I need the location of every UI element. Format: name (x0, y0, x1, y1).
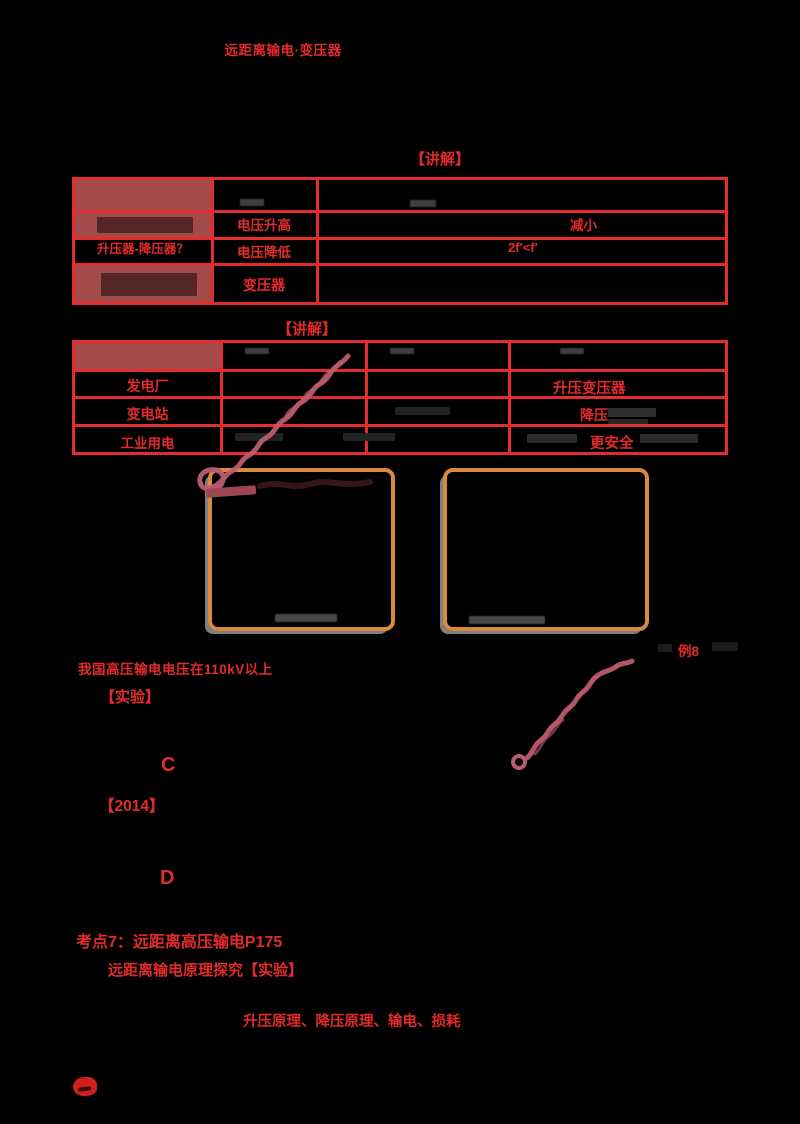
table1-row2-col1-fill (75, 213, 211, 237)
table2-row4-col4-highlight: 更安全 (590, 436, 634, 452)
experiment-label: 【实验】 (100, 689, 161, 706)
answer-option-d: D (160, 867, 175, 889)
table2-row4-col4-dimtext-right (640, 434, 698, 443)
figure-box-left-caption (275, 614, 337, 622)
exam-point-line: 考点7：远距离高压输电P175 (76, 934, 283, 951)
table1-row3-col3-highlight: 2f′<f′ (508, 240, 538, 255)
table2-rowline-3 (75, 424, 725, 427)
example-badge: 例8 (678, 644, 700, 659)
table1-header-col1-fill (75, 180, 211, 210)
year-label: 【2014】 (99, 798, 165, 815)
section2-label: 【讲解】 (277, 321, 338, 338)
figure-box-left (208, 468, 395, 631)
table1-header-col3-hint (410, 200, 436, 207)
example-badge-dimtext-2 (712, 642, 738, 651)
table2-header-col1-fill (75, 343, 220, 369)
table1-row4-col1-fill (75, 266, 211, 302)
experiment-line: 远距离输电原理探究【实验】 (108, 962, 304, 979)
table2-row3-col4-dimtext (608, 408, 656, 417)
keywords-line: 升压原理、降压原理、输电、损耗 (243, 1014, 461, 1030)
table2-rowline-2 (75, 396, 725, 399)
figure-box-right-caption (469, 616, 545, 624)
publisher-logo-icon (73, 1077, 97, 1096)
table1-rowline-1 (75, 210, 725, 213)
table2-header-col4-hint (560, 348, 584, 354)
publisher-logo-mark (77, 1086, 92, 1092)
table1-row2-col1-text-shadow (97, 217, 193, 233)
table1-rowline-2 (75, 237, 725, 240)
table1-row4-col2: 变压器 (243, 277, 285, 293)
handwriting-scribble-2-icon (511, 658, 635, 770)
example-badge-dimtext (658, 644, 672, 652)
table2-rowline-1 (75, 369, 725, 372)
table2-header-col2-hint (245, 348, 269, 354)
table2-row3-col3-dimtext (395, 407, 450, 415)
table2-row3-col1: 变电站 (126, 406, 169, 422)
table2-row4-col4-dimtext-left (527, 434, 577, 443)
table2-row2-col1: 发电厂 (126, 378, 169, 394)
table-1: 升压器-降压器？ 电压升高 电压降低 变压器 减小 2f′<f′ (72, 177, 728, 305)
table1-row2-col3-highlight: 减小 (570, 218, 597, 233)
reminder-line: 我国高压输电电压在110kV以上 (78, 662, 273, 677)
table1-colline-1 (211, 180, 214, 302)
section1-label: 【讲解】 (410, 151, 471, 168)
table2-row4-col3-dimtext (343, 433, 395, 441)
table1-colline-2 (316, 180, 319, 302)
answer-option-c: C (161, 754, 176, 776)
table-2: 发电厂 变电站 工业用电 升压变压器 降压 更安全 (72, 340, 728, 455)
handwriting-scribble-icon (197, 353, 373, 499)
table2-row4-col1: 工业用电 (120, 436, 175, 451)
table2-row4-col2-dimtext (235, 433, 283, 441)
table1-row3-col2: 电压降低 (237, 245, 291, 260)
table1-rowline-3 (75, 263, 725, 266)
table1-row2-col2: 电压升高 (237, 218, 291, 233)
page-title: 远距离输电·变压器 (224, 43, 342, 58)
figure-box-right (443, 468, 649, 631)
table2-row3-col4-highlight: 降压 (580, 407, 608, 423)
table2-row2-col4-highlight: 升压变压器 (553, 381, 626, 397)
table2-header-col3-hint (390, 348, 414, 354)
table2-row3-col4-dimtext-2 (608, 419, 648, 424)
table1-row3-col1: 升压器-降压器？ (97, 242, 189, 256)
table1-header-col2-hint (240, 199, 264, 206)
table1-row4-col1-text-shadow (101, 273, 197, 296)
